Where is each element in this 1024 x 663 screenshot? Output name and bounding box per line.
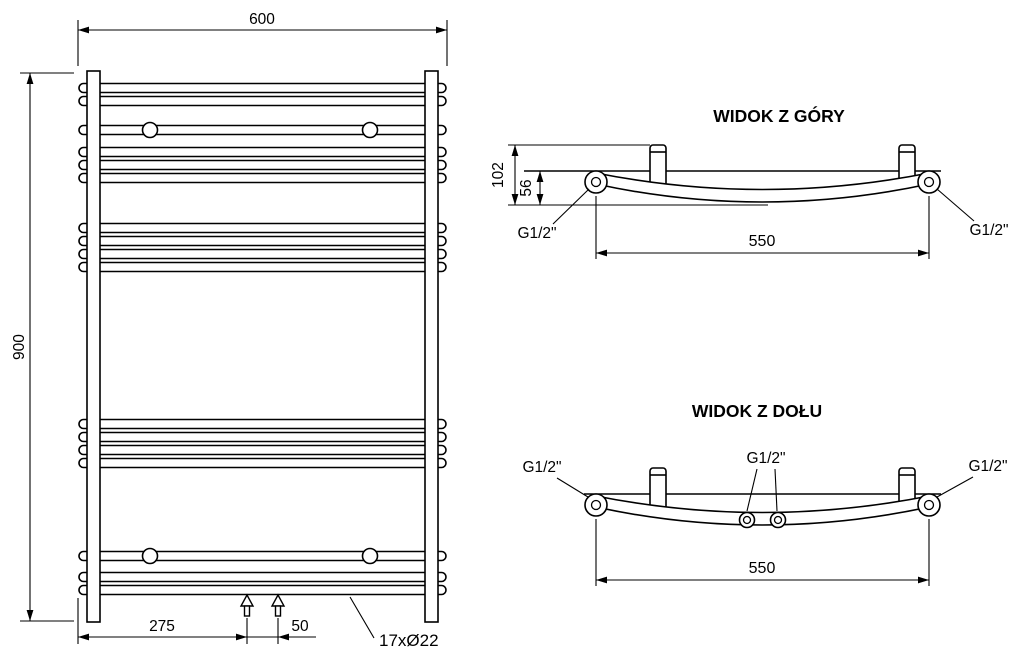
conn-center-label: G1/2" [746,450,785,467]
dim-width-600: 600 [77,11,448,66]
width-dim-label: 600 [249,11,275,28]
valve-connection [270,593,286,617]
radiator-rung [78,146,447,158]
depth-tube-label: 56 [518,179,535,196]
radiator-rung [78,172,447,184]
radiator-rung [78,418,447,430]
top-view-drawing [524,144,941,203]
radiator-rung [78,222,447,234]
height-dim-label: 900 [11,334,28,360]
connection-callout-left: G1/2" [522,459,589,498]
tube-count-callout: 17xØ22 [349,596,439,650]
conn-right-label: G1/2" [969,222,1008,239]
valve-offset-label: 275 [149,618,175,635]
thread-hole [590,499,602,511]
front-view: 600 900 [11,11,448,650]
thread-hole [590,176,602,188]
radiator-rung [78,431,447,443]
radiator-rung [78,82,447,94]
tube-count-label: 17xØ22 [379,631,439,650]
depth-total-label: 102 [490,162,507,188]
dim-valve-offset-275: 275 [77,598,248,644]
dim-depth-56: 56 [518,171,544,205]
dim-depth-102: 102 [490,144,768,206]
curved-tube [595,172,930,203]
wall-bracket [649,144,667,187]
radiator-rung [78,159,447,171]
radiator-rung [78,124,447,136]
collector-left [86,70,101,623]
thread-hole [923,176,935,188]
connection-callout-right: G1/2" [936,458,1008,498]
radiator-rung [78,248,447,260]
valve-connection [239,593,255,617]
radiator-rung [78,261,447,273]
thread-hole [923,499,935,511]
bracket-hole [141,547,159,565]
dim-valve-spacing-50: 50 [247,618,316,644]
connection-callout-left: G1/2" [517,188,590,242]
radiator-rung [78,584,447,596]
bottom-view: WIDOK Z DOŁU G1/2" [522,401,1008,586]
top-view: WIDOK Z GÓRY [490,105,1009,259]
dim-span-550-top: 550 [595,196,930,259]
radiator-rung [78,95,447,107]
radiator-rung [78,444,447,456]
span-bottom-label: 550 [749,560,776,577]
dim-height-900: 900 [11,72,74,622]
radiator-rung [78,235,447,247]
radiator-front [78,70,447,623]
thread-hole [773,515,783,525]
bottom-view-drawing [584,467,941,529]
thread-hole [742,515,752,525]
bottom-view-title: WIDOK Z DOŁU [692,401,822,421]
collector-right [424,70,439,623]
radiator-rung [78,550,447,562]
conn-right-label: G1/2" [968,458,1007,475]
radiator-rung [78,457,447,469]
bracket-hole [361,121,379,139]
valve-spacing-label: 50 [291,618,309,635]
curved-tube [595,495,930,526]
connection-callout-right: G1/2" [936,188,1009,239]
conn-left-label: G1/2" [517,225,556,242]
radiator-rung [78,571,447,583]
conn-left-label: G1/2" [522,459,561,476]
wall-bracket [649,467,667,510]
bracket-hole [361,547,379,565]
top-view-title: WIDOK Z GÓRY [713,105,845,126]
dim-span-550-bottom: 550 [595,519,930,586]
span-top-label: 550 [749,233,776,250]
connection-callout-center: G1/2" [746,450,786,512]
bracket-hole [141,121,159,139]
